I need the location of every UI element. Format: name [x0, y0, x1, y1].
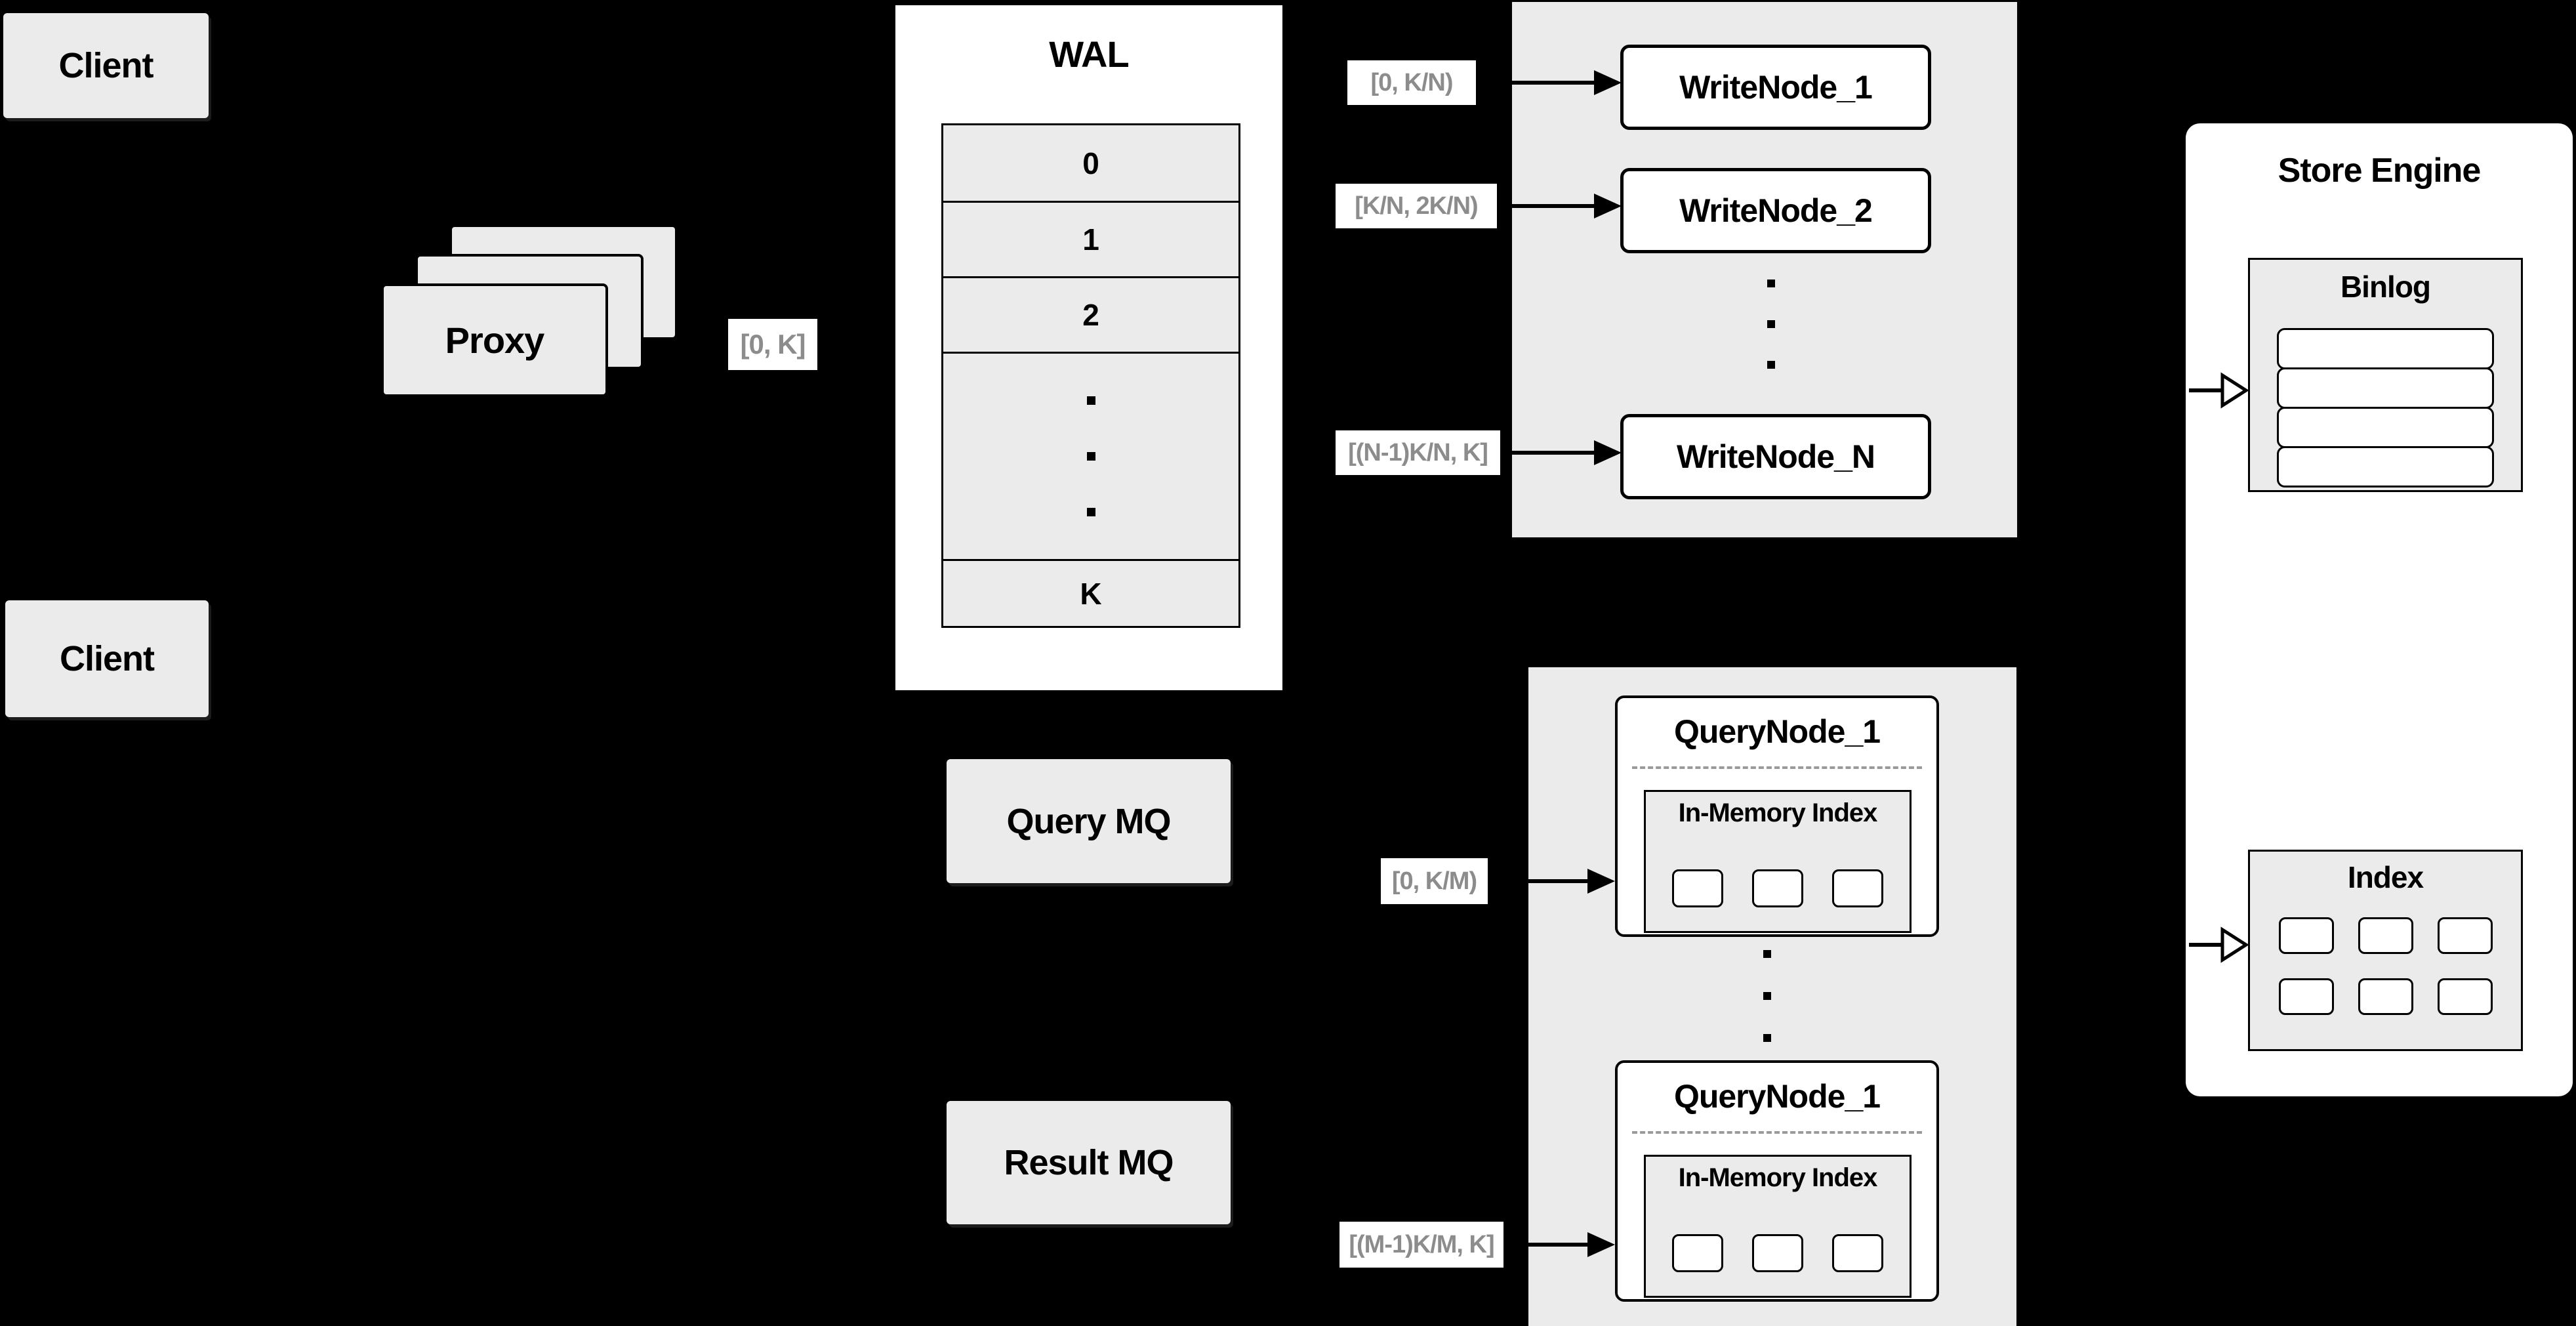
wal-segment-table: 0 1 2 K	[941, 123, 1240, 628]
wal-row: 0	[1082, 146, 1099, 180]
index-panel: Index	[2248, 850, 2523, 1051]
writenode-2-range-label: [K/N, 2K/N)	[1336, 184, 1497, 228]
ellipsis-dot	[1767, 280, 1775, 287]
store-engine-title: Store Engine	[2278, 152, 2482, 190]
binlog-row	[2277, 367, 2494, 409]
ellipsis-dot	[1086, 508, 1095, 516]
index-cell	[2437, 978, 2493, 1015]
query-mq-label: Query MQ	[1006, 801, 1171, 841]
binlog-row	[2277, 446, 2494, 487]
memory-index-cell	[1832, 869, 1883, 907]
proxy-box-front: Proxy	[381, 283, 608, 397]
client-top-label: Client	[58, 46, 153, 85]
querynode-ellipsis	[1763, 950, 1771, 1042]
ellipsis-dot	[1763, 1034, 1771, 1042]
ellipsis-dot	[1086, 452, 1095, 461]
querynode-top-label: QueryNode_1	[1673, 713, 1881, 750]
client-bottom-label: Client	[59, 639, 155, 678]
memory-index-cell	[1752, 1234, 1803, 1272]
querynode-bottom-label: QueryNode_1	[1673, 1078, 1881, 1115]
writenode-1-box: WriteNode_1	[1620, 45, 1931, 130]
querynode-bottom-range-label: [(M-1)K/M, K]	[1339, 1222, 1503, 1268]
index-cell	[2437, 917, 2493, 954]
querynode-top-box: QueryNode_1 In-Memory Index	[1615, 695, 1939, 937]
querynode-divider	[1632, 766, 1922, 769]
index-cell	[2278, 917, 2334, 954]
ellipsis-dot	[1767, 361, 1775, 369]
querynode-divider	[1632, 1131, 1922, 1134]
in-memory-index-title: In-Memory Index	[1678, 798, 1878, 827]
client-box-top: Client	[3, 13, 209, 118]
index-cells-row-2	[2250, 978, 2521, 1015]
proxy-range-label: [0, K]	[728, 319, 817, 370]
querynode-top-range-label: [0, K/M)	[1381, 858, 1488, 904]
index-cells-row-1	[2250, 917, 2521, 954]
writenode-2-label: WriteNode_2	[1679, 192, 1873, 229]
ellipsis-dot	[1763, 950, 1771, 958]
ellipsis-dot	[1086, 396, 1095, 405]
wal-row: 2	[943, 276, 1238, 352]
memory-index-cell	[1752, 869, 1803, 907]
wal-row: K	[943, 559, 1238, 626]
wal-box: WAL 0 1 2 K	[895, 5, 1282, 690]
binlog-row	[2277, 407, 2494, 448]
writenode-n-box: WriteNode_N	[1620, 414, 1931, 499]
in-memory-index-panel: In-Memory Index	[1644, 1155, 1912, 1298]
wal-row: 1	[943, 201, 1238, 276]
writenode-1-label: WriteNode_1	[1679, 69, 1873, 106]
in-memory-index-cells	[1646, 1234, 1910, 1272]
in-memory-index-title: In-Memory Index	[1678, 1163, 1878, 1192]
memory-index-cell	[1672, 1234, 1723, 1272]
memory-index-cell	[1672, 869, 1723, 907]
index-cell	[2278, 978, 2334, 1015]
result-mq-label: Result MQ	[1004, 1143, 1174, 1182]
index-cell	[2358, 978, 2413, 1015]
proxy-label: Proxy	[445, 320, 545, 361]
writenode-1-range-label: [0, K/N)	[1347, 60, 1476, 105]
ellipsis-dots	[1086, 396, 1095, 516]
writenode-ellipsis	[1767, 280, 1775, 369]
in-memory-index-cells	[1646, 869, 1910, 907]
wal-row-ellipsis	[943, 352, 1238, 559]
binlog-title: Binlog	[2340, 270, 2431, 304]
writenode-n-range-label: [(N-1)K/N, K]	[1336, 430, 1500, 475]
index-cell	[2358, 917, 2413, 954]
client-box-bottom: Client	[5, 600, 209, 717]
writenode-n-label: WriteNode_N	[1676, 438, 1875, 475]
writenode-2-box: WriteNode_2	[1620, 168, 1931, 253]
binlog-rows	[2250, 328, 2521, 487]
in-memory-index-panel: In-Memory Index	[1644, 790, 1912, 933]
wal-title: WAL	[1049, 33, 1129, 75]
querynode-bottom-box: QueryNode_1 In-Memory Index	[1615, 1060, 1939, 1302]
ellipsis-dot	[1767, 320, 1775, 328]
ellipsis-dot	[1763, 992, 1771, 1000]
memory-index-cell	[1832, 1234, 1883, 1272]
index-title: Index	[2347, 860, 2424, 894]
query-mq-box: Query MQ	[947, 759, 1231, 883]
binlog-panel: Binlog	[2248, 258, 2523, 492]
result-mq-box: Result MQ	[947, 1101, 1231, 1224]
binlog-row	[2277, 328, 2494, 369]
